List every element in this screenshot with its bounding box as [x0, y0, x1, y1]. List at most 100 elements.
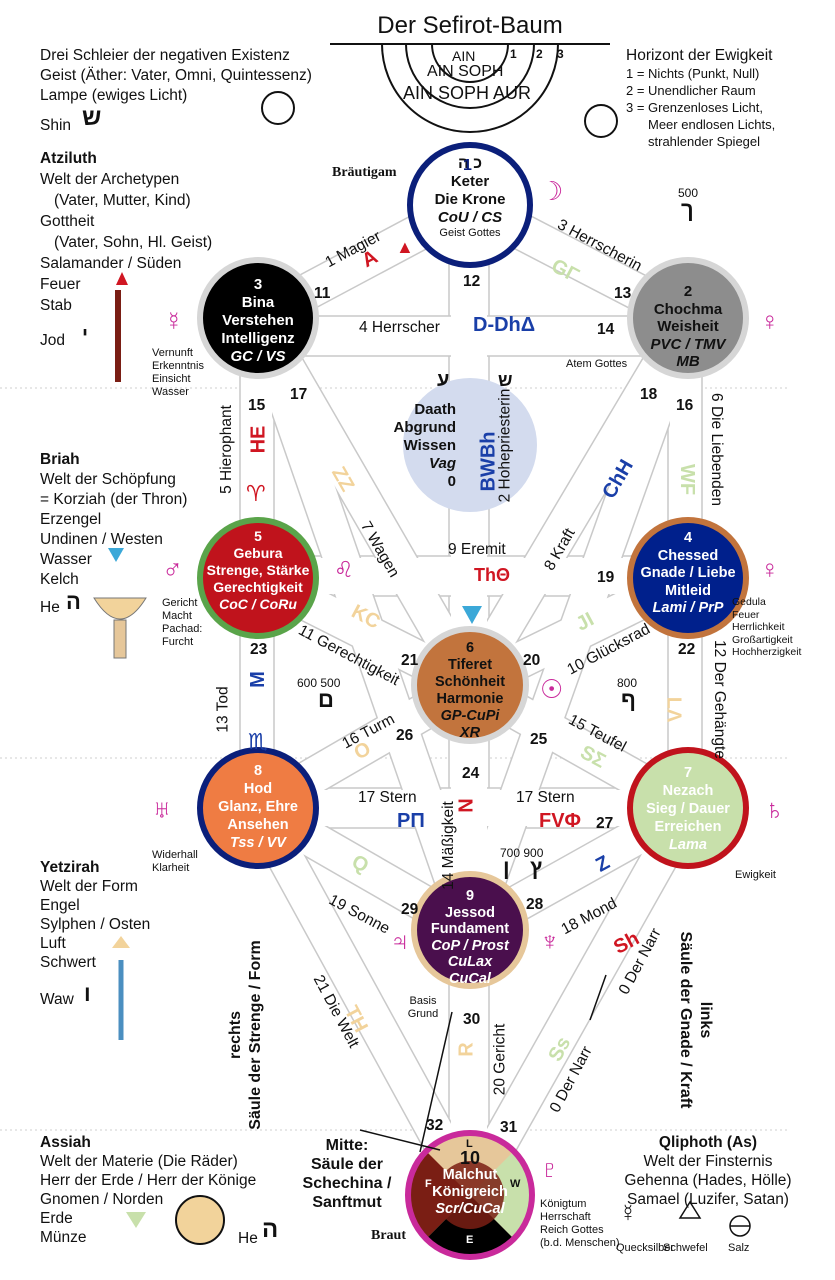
tarot-herrscher: 4 Herrscher — [359, 319, 440, 336]
braut-label: Braut — [371, 1228, 406, 1243]
path-num-17: 17 — [290, 386, 308, 403]
path-num-13: 13 — [614, 285, 632, 302]
leo-icon: ♌ — [334, 557, 354, 582]
daath-shin-glyph: ש — [498, 370, 513, 390]
hod-node — [197, 747, 319, 869]
n600-500-label: 600 500 — [297, 676, 341, 690]
code-w: WF — [676, 463, 699, 496]
fire-red-triangle-icon: ▲ — [396, 237, 414, 257]
fire-triangle-icon — [116, 272, 128, 285]
neptune-icon: ♆ — [540, 926, 560, 956]
final-tsade-glyph: ץ — [530, 855, 543, 880]
ain-soph-aur-label: AIN SOPH AUR — [403, 83, 532, 103]
atziluth-block: Atziluth Welt der Archetypen (Vater, Mut… — [40, 150, 213, 314]
path-num-29: 29 — [401, 901, 419, 918]
code-n: N — [455, 798, 478, 813]
path-num-12: 12 — [463, 273, 481, 290]
chochma-text: 2 Chochma Weisheit PVC / TMV MB — [650, 283, 726, 370]
n500-label: 500 — [678, 186, 699, 200]
code-d: D-DhΔ — [473, 314, 536, 336]
shin-glyph: ש — [82, 104, 102, 131]
path-num-11: 11 — [314, 285, 331, 302]
gebura-node — [197, 517, 319, 639]
jod-label: Jod — [40, 332, 65, 349]
waw-glyph: ו — [84, 981, 91, 1006]
tiferet-water-icon — [462, 606, 482, 624]
path-num-20: 20 — [523, 652, 541, 669]
mercury-symbol: ☿ — [619, 1200, 637, 1227]
air-triangle-icon — [112, 936, 130, 948]
hod-text: 8 Hod Glanz, Ehre Ansehen Tss / VV — [218, 763, 298, 851]
final-pe-glyph: ף — [621, 687, 636, 712]
jessod-text: 9 Jessod Fundament CoP / Prost CuLax CuC… — [430, 888, 510, 987]
chessed-text: 4 Chessed Gnade / Liebe Mitleid Lami / P… — [640, 530, 736, 616]
final-mem-glyph: ם — [318, 687, 334, 712]
pentacle-icon — [175, 1195, 225, 1245]
path-num-24: 24 — [462, 765, 480, 782]
code-h: HE — [247, 425, 270, 454]
tarot-stern-right: 17 Stern — [516, 789, 575, 806]
qliphoth-block: Qliphoth (As) Welt der Finsternis Gehenn… — [624, 1134, 792, 1208]
tarot-gehaengte: 12 Der Gehängte — [710, 640, 728, 759]
tarot-stern-left: 17 Stern — [358, 789, 417, 806]
horizon-block: Horizont der Ewigkeit 1 = Nichts (Punkt,… — [626, 47, 776, 149]
wheel-icon — [261, 91, 295, 125]
tarot-hierophant: 5 Hierophant — [217, 405, 235, 494]
tarot-eremit: 9 Eremit — [448, 541, 506, 558]
final-nun-glyph: ן — [503, 855, 510, 880]
code-p1: PΠ — [397, 810, 425, 832]
briah-he-label: He — [40, 599, 60, 616]
malchut-q-e: E — [466, 1234, 474, 1246]
veils-block: Drei Schleier der negativen Existenz Gei… — [40, 47, 312, 104]
wand-icon — [115, 290, 121, 382]
assiah-block: Assiah Welt der Materie (Die Räder) Herr… — [40, 1134, 257, 1246]
ain-label: AIN — [452, 48, 476, 64]
mercury-left-icon: ☿ — [164, 306, 184, 336]
ayin-glyph: ע — [437, 369, 450, 391]
bina-text: 3 Bina Verstehen Intelligenz GC / VS — [221, 276, 295, 365]
malchut-node — [405, 1130, 535, 1260]
salz-label: Salz — [728, 1242, 750, 1254]
ain-soph-arcs — [381, 43, 559, 133]
ain-soph-label: AIN SOPH — [427, 63, 504, 80]
bina-node — [197, 257, 319, 379]
mitte-block: Mitte: Säule der Schechina / Sanftmut — [302, 1137, 392, 1211]
ain-num-2: 2 — [536, 47, 543, 61]
ain-num-3: 3 — [557, 47, 564, 61]
mars-icon: ♂ — [162, 554, 183, 585]
gebura-text: 5 Gebura Strenge, Stärke Gerechtigkeit C… — [206, 528, 310, 612]
keter-node — [407, 142, 533, 268]
path-num-15: 15 — [248, 397, 266, 414]
path-num-18: 18 — [640, 386, 658, 403]
sun-icon: ☉ — [540, 674, 564, 704]
n800-label: 800 — [617, 676, 638, 690]
assiah-he-label: He — [238, 1230, 258, 1247]
path-num-32: 32 — [426, 1117, 444, 1134]
jod-glyph: י — [82, 324, 89, 346]
assiah-he-glyph: ה — [262, 1216, 279, 1243]
briah-he-glyph: ה — [66, 589, 81, 614]
code-l: LΛ — [662, 696, 685, 723]
path-num-28: 28 — [526, 896, 544, 913]
arrow-line — [419, 1011, 453, 1153]
yetzirah-block: Yetzirah Welt der Form Engel Sylphen / O… — [40, 859, 151, 971]
water-triangle-icon — [108, 548, 124, 562]
code-r: R — [455, 1042, 478, 1057]
quecksilber-label: Quecksilber — [616, 1242, 675, 1254]
malchut-q-l: L — [466, 1138, 473, 1150]
tiferet-node — [411, 626, 529, 744]
jessod-node — [411, 871, 529, 989]
tiferet-text: 6 Tiferet Schönheit Harmonie GP-CuPi XR — [434, 640, 506, 741]
chochma-node — [627, 257, 749, 379]
schwefel-label: Schwefel — [663, 1242, 708, 1254]
path-num-30: 30 — [463, 1011, 481, 1028]
sulfur-icon — [678, 1200, 702, 1219]
path-num-31: 31 — [500, 1119, 518, 1136]
path-num-21: 21 — [401, 652, 419, 669]
